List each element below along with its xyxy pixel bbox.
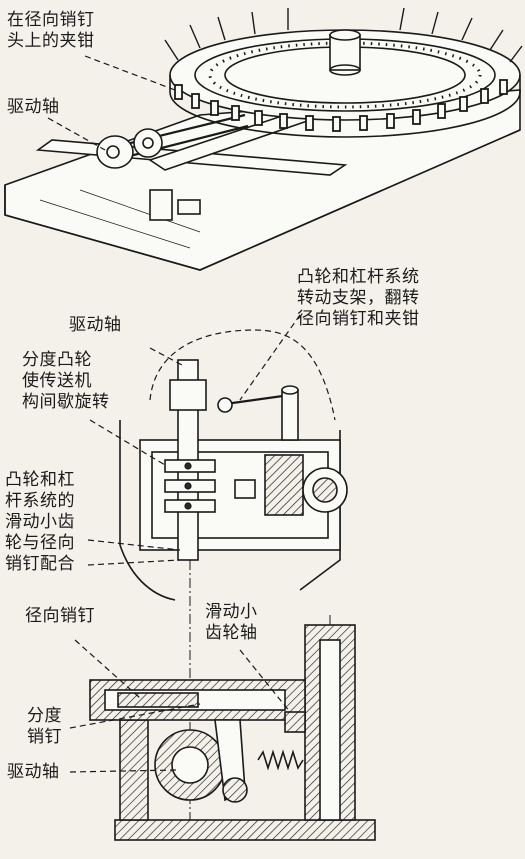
label-indexing-pin: 分度 销钉 (27, 706, 62, 747)
label-slide-gear-shaft: 滑动小 齿轮轴 (205, 602, 258, 643)
label-cam-lever-support: 凸轮和杠杆系统 转动支架，翻转 径向销钉和夹钳 (297, 267, 420, 329)
label-cam-lever-slide-gear: 凸轮和杠 杆系统的 滑动小齿 轮与径向 销钉配合 (5, 470, 75, 574)
indexing-mechanism (87, 314, 348, 601)
label-radial-pin: 径向销钉 (25, 606, 95, 626)
label-clamp-on-pin-head: 在径向销钉 头上的夹钳 (7, 10, 95, 51)
label-drive-shaft-top: 驱动轴 (7, 97, 60, 117)
label-drive-shaft-bottom: 驱动轴 (7, 762, 60, 782)
sectional-view (69, 624, 376, 841)
label-indexing-cam: 分度凸轮 使传送机 构间歇旋转 (22, 350, 110, 412)
turntable-assembly (4, 7, 523, 271)
label-drive-shaft-middle: 驱动轴 (69, 315, 122, 335)
